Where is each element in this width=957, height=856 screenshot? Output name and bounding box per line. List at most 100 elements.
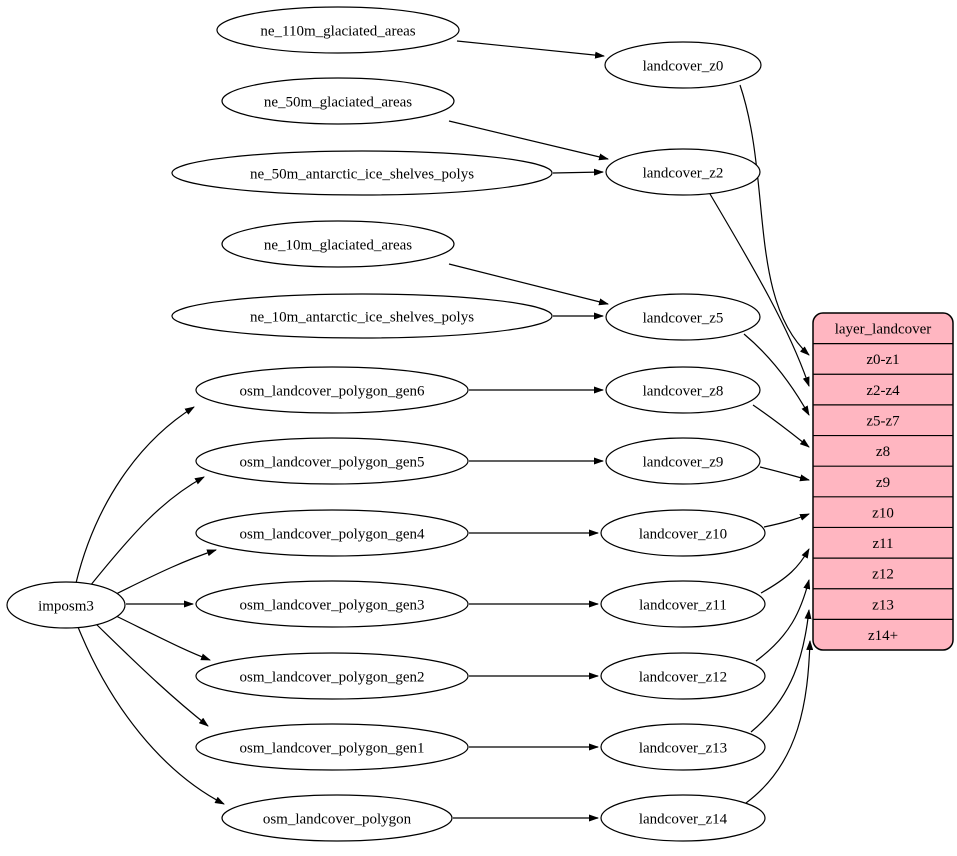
node-label-imposm3: imposm3: [38, 598, 94, 614]
node-osm_landcover_polygon_gen4: osm_landcover_polygon_gen4: [195, 509, 469, 557]
node-label-osm_landcover_polygon_gen3: osm_landcover_polygon_gen3: [240, 597, 425, 613]
edges-layer: [75, 40, 814, 822]
node-imposm3: imposm3: [6, 581, 126, 629]
node-label-landcover_z5: landcover_z5: [643, 310, 724, 326]
table-row-label-z0-z1: z0-z1: [866, 352, 899, 368]
node-label-landcover_z12: landcover_z12: [639, 669, 727, 685]
node-ne_110m_glaciated_areas: ne_110m_glaciated_areas: [216, 6, 460, 54]
node-ellipse-osm_landcover_polygon_gen5: [195, 437, 469, 485]
table-row-label-z13: z13: [872, 597, 894, 613]
edge-landcover_z2-to-layer_landcover-z2-z4: [709, 193, 810, 387]
edge-landcover_z5-to-layer_landcover-z5-z7: [743, 333, 810, 416]
node-label-landcover_z0: landcover_z0: [643, 58, 724, 74]
node-ellipse-landcover_z5: [605, 293, 761, 341]
node-ellipse-ne_10m_glaciated_areas: [221, 220, 455, 268]
node-ellipse-osm_landcover_polygon_gen4: [195, 509, 469, 557]
edge-imposm3-to-osm_landcover_polygon_gen6: [75, 406, 195, 584]
node-label-ne_50m_glaciated_areas: ne_50m_glaciated_areas: [264, 94, 412, 110]
node-label-ne_10m_glaciated_areas: ne_10m_glaciated_areas: [264, 237, 412, 253]
node-label-osm_landcover_polygon: osm_landcover_polygon: [263, 811, 412, 827]
edge-landcover_z0-to-layer_landcover-z0-z1: [739, 84, 810, 356]
node-ellipse-ne_50m_glaciated_areas: [221, 77, 455, 125]
node-ellipse-ne_10m_antarctic_ice_shelves_polys: [171, 293, 553, 339]
table-layer: layer_landcover z0-z1 z2-z4 z5-z7 z8 z9 z10 z11…: [812, 312, 954, 651]
node-osm_landcover_polygon_gen6: osm_landcover_polygon_gen6: [195, 366, 469, 414]
edge-ne_50m_antarctic_ice_shelves_polys-to-landcover_z2: [552, 168, 604, 176]
nodes-layer: imposm3 ne_110m_glaciated_areas ne_50m_gla…: [6, 6, 766, 842]
node-label-ne_50m_antarctic_ice_shelves_polys: ne_50m_antarctic_ice_shelves_polys: [250, 166, 474, 182]
edge-landcover_z12-to-layer_landcover-z12: [755, 579, 811, 662]
node-ellipse-imposm3: [6, 581, 126, 629]
node-landcover_z2: landcover_z2: [605, 148, 761, 196]
node-landcover_z14: landcover_z14: [600, 794, 766, 842]
node-label-osm_landcover_polygon_gen2: osm_landcover_polygon_gen2: [240, 669, 425, 685]
table-row-label-z9: z9: [876, 475, 890, 491]
node-label-landcover_z9: landcover_z9: [643, 454, 724, 470]
table-row-label-z14+: z14+: [868, 628, 898, 644]
edge-landcover_z14-to-layer_landcover-z14+: [745, 640, 814, 804]
node-ellipse-landcover_z14: [600, 794, 766, 842]
edge-ne_10m_glaciated_areas-to-landcover_z5: [448, 263, 609, 306]
node-ellipse-ne_50m_antarctic_ice_shelves_polys: [171, 150, 553, 196]
node-osm_landcover_polygon_gen3: osm_landcover_polygon_gen3: [195, 580, 469, 628]
table-row-label-z2-z4: z2-z4: [866, 383, 900, 399]
node-ellipse-osm_landcover_polygon_gen3: [195, 580, 469, 628]
node-ellipse-landcover_z0: [604, 41, 762, 89]
node-ne_50m_glaciated_areas: ne_50m_glaciated_areas: [221, 77, 455, 125]
node-label-ne_110m_glaciated_areas: ne_110m_glaciated_areas: [260, 23, 415, 39]
node-landcover_z11: landcover_z11: [600, 580, 766, 628]
node-label-landcover_z8: landcover_z8: [643, 383, 724, 399]
table-row-label-z5-z7: z5-z7: [866, 413, 900, 429]
node-label-landcover_z10: landcover_z10: [639, 526, 727, 542]
node-label-ne_10m_antarctic_ice_shelves_polys: ne_10m_antarctic_ice_shelves_polys: [250, 309, 474, 325]
edge-imposm3-to-osm_landcover_polygon: [77, 626, 225, 805]
node-ellipse-landcover_z13: [600, 723, 766, 771]
table-row-label-z12: z12: [872, 567, 894, 583]
edge-landcover_z9-to-layer_landcover-z9: [759, 466, 810, 482]
node-ellipse-landcover_z2: [605, 148, 761, 196]
node-ellipse-osm_landcover_polygon_gen1: [195, 723, 469, 771]
node-ne_10m_glaciated_areas: ne_10m_glaciated_areas: [221, 220, 455, 268]
table-row-label-z11: z11: [872, 536, 893, 552]
edge-landcover_z8-to-layer_landcover-z8: [752, 404, 810, 448]
table-layer_landcover: [812, 312, 954, 651]
node-ellipse-landcover_z9: [605, 437, 761, 485]
edge-ne_110m_glaciated_areas-to-landcover_z0: [456, 40, 605, 59]
node-label-osm_landcover_polygon_gen6: osm_landcover_polygon_gen6: [240, 383, 425, 399]
node-landcover_z12: landcover_z12: [600, 652, 766, 700]
node-ellipse-landcover_z11: [600, 580, 766, 628]
node-label-osm_landcover_polygon_gen5: osm_landcover_polygon_gen5: [240, 454, 425, 470]
edge-imposm3-to-osm_landcover_polygon_gen4: [113, 549, 217, 596]
node-ne_10m_antarctic_ice_shelves_polys: ne_10m_antarctic_ice_shelves_polys: [171, 293, 553, 339]
node-ellipse-landcover_z8: [605, 366, 761, 414]
edge-landcover_z11-to-layer_landcover-z11: [760, 548, 810, 594]
node-osm_landcover_polygon: osm_landcover_polygon: [221, 794, 453, 842]
node-label-landcover_z13: landcover_z13: [639, 740, 727, 756]
node-landcover_z9: landcover_z9: [605, 437, 761, 485]
node-ellipse-osm_landcover_polygon_gen2: [195, 652, 469, 700]
node-label-osm_landcover_polygon_gen1: osm_landcover_polygon_gen1: [240, 740, 425, 756]
table-title: layer_landcover: [835, 322, 932, 338]
node-osm_landcover_polygon_gen1: osm_landcover_polygon_gen1: [195, 723, 469, 771]
node-osm_landcover_polygon_gen2: osm_landcover_polygon_gen2: [195, 652, 469, 700]
table-row-label-z8: z8: [876, 444, 890, 460]
node-label-landcover_z11: landcover_z11: [639, 597, 727, 613]
node-osm_landcover_polygon_gen5: osm_landcover_polygon_gen5: [195, 437, 469, 485]
table-row-label-z10: z10: [872, 505, 894, 521]
node-label-landcover_z2: landcover_z2: [643, 165, 724, 181]
node-ne_50m_antarctic_ice_shelves_polys: ne_50m_antarctic_ice_shelves_polys: [171, 150, 553, 196]
node-landcover_z5: landcover_z5: [605, 293, 761, 341]
node-label-landcover_z14: landcover_z14: [639, 811, 728, 827]
node-landcover_z13: landcover_z13: [600, 723, 766, 771]
edge-imposm3-to-osm_landcover_polygon_gen2: [113, 614, 211, 661]
node-landcover_z10: landcover_z10: [600, 509, 766, 557]
node-landcover_z8: landcover_z8: [605, 366, 761, 414]
edge-landcover_z13-to-layer_landcover-z13: [750, 609, 812, 733]
node-ellipse-ne_110m_glaciated_areas: [216, 6, 460, 54]
node-ellipse-landcover_z10: [600, 509, 766, 557]
node-ellipse-landcover_z12: [600, 652, 766, 700]
edge-landcover_z10-to-layer_landcover-z10: [763, 513, 810, 528]
edge-ne_50m_glaciated_areas-to-landcover_z2: [448, 120, 609, 161]
